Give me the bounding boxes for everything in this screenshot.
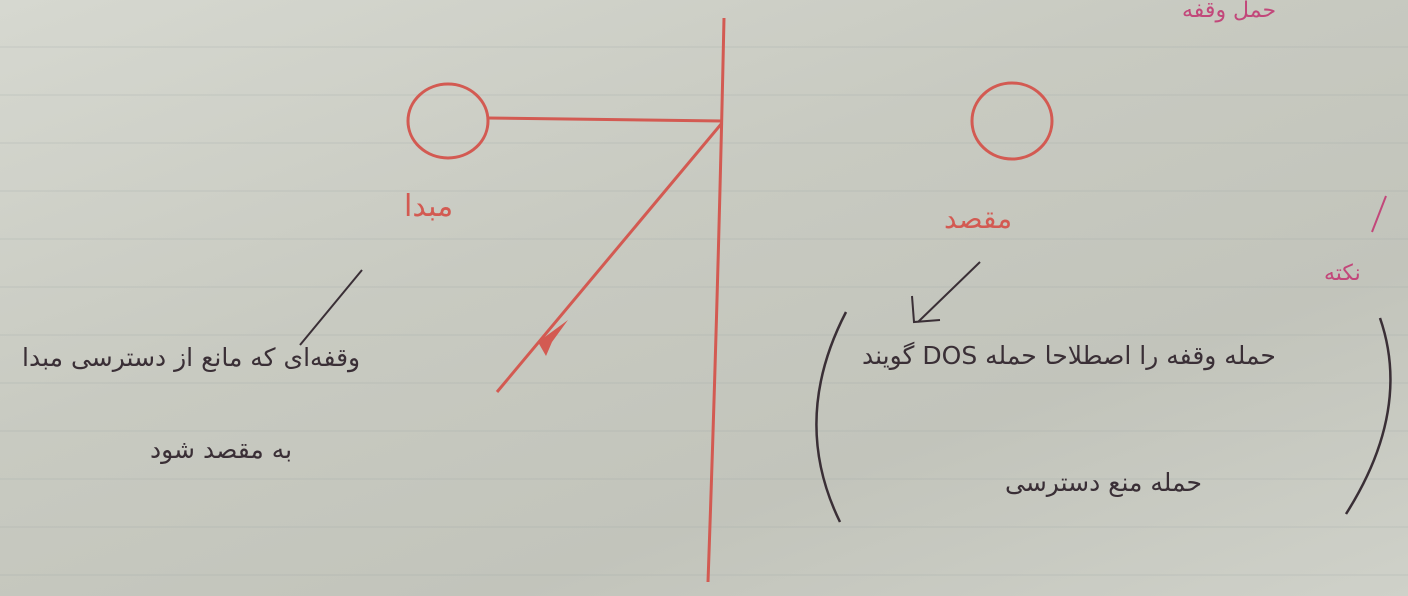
- left-note-line-2: به مقصد شود: [150, 435, 293, 464]
- destination-pointer-stroke: [917, 261, 981, 323]
- origin-node-circle: [406, 82, 490, 160]
- destination-pointer-head-icon: [911, 295, 941, 324]
- left-note-line-1: وقفه‌ای که مانع از دسترسی مبدا: [22, 343, 361, 372]
- origin-to-divider-line: [487, 116, 723, 123]
- destination-label: مقصد: [944, 202, 1013, 235]
- left-pointer-stroke: [299, 269, 363, 346]
- left-parenthesis: [815, 311, 848, 523]
- note-tag: نکته: [1324, 261, 1361, 286]
- right-parenthesis: [1344, 317, 1392, 515]
- destination-node-circle: [970, 81, 1054, 161]
- right-note-line-2: حمله منع دسترسی: [1005, 468, 1202, 497]
- arrow-head-icon: [538, 320, 568, 356]
- corner-heading-fragment: حمل وقفه: [1182, 0, 1277, 23]
- origin-label: مبدا: [404, 189, 454, 224]
- note-tick-stroke: [1371, 195, 1387, 233]
- right-note-line-1: حمله وقفه را اصطلاحا حمله DOS گویند: [862, 341, 1276, 370]
- vertical-divider-line: [706, 17, 726, 583]
- deflected-arrow-line: [495, 122, 724, 393]
